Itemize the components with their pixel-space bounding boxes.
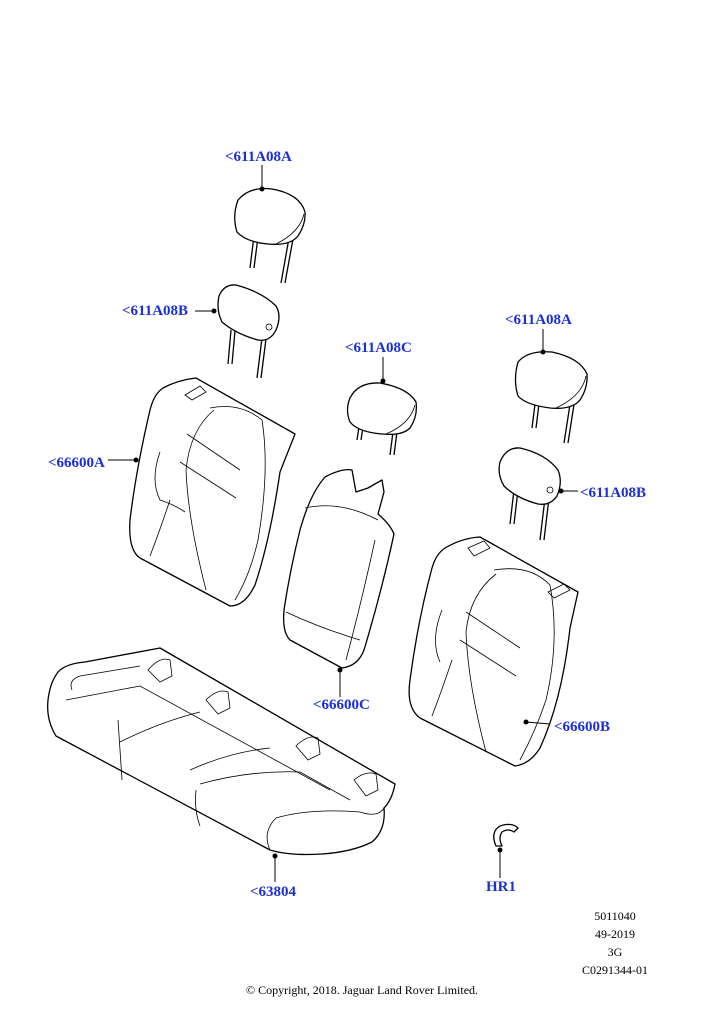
hr1-clip [493, 823, 519, 847]
callout-cushion[interactable]: <63804 [250, 884, 297, 900]
callout-back-left[interactable]: <66600A [48, 455, 105, 471]
callout-back-center[interactable]: <66600C [313, 697, 370, 713]
diagram-ref-id: C0291344-01 [582, 963, 648, 977]
headrest-center [346, 382, 418, 456]
callout-clip[interactable]: HR1 [486, 879, 516, 895]
callout-hr-mid-left[interactable]: <611A08B [122, 303, 189, 319]
seat-back-left [129, 377, 296, 607]
callout-back-right[interactable]: <66600B [554, 719, 611, 735]
seat-back-right [408, 536, 579, 767]
seat-back-center [282, 469, 395, 669]
headrest-mid-left [217, 284, 280, 379]
headrest-right [498, 447, 561, 541]
seat-cushion [47, 647, 396, 856]
callout-hr-right[interactable]: <611A08B [580, 485, 647, 501]
headrest-top-right [514, 351, 588, 444]
callout-hr-top-right[interactable]: <611A08A [505, 312, 572, 328]
leader-lines [108, 165, 578, 882]
callout-hr-top-left[interactable]: <611A08A [225, 149, 292, 165]
diagram-ref-date: 49-2019 [595, 927, 635, 941]
callout-hr-center[interactable]: <611A08C [345, 340, 412, 356]
diagram-ref-number: 5011040 [594, 909, 636, 923]
headrest-top-left [234, 187, 306, 284]
diagram-ref-code: 3G [607, 945, 623, 959]
copyright-notice: © Copyright, 2018. Jaguar Land Rover Lim… [245, 983, 479, 997]
